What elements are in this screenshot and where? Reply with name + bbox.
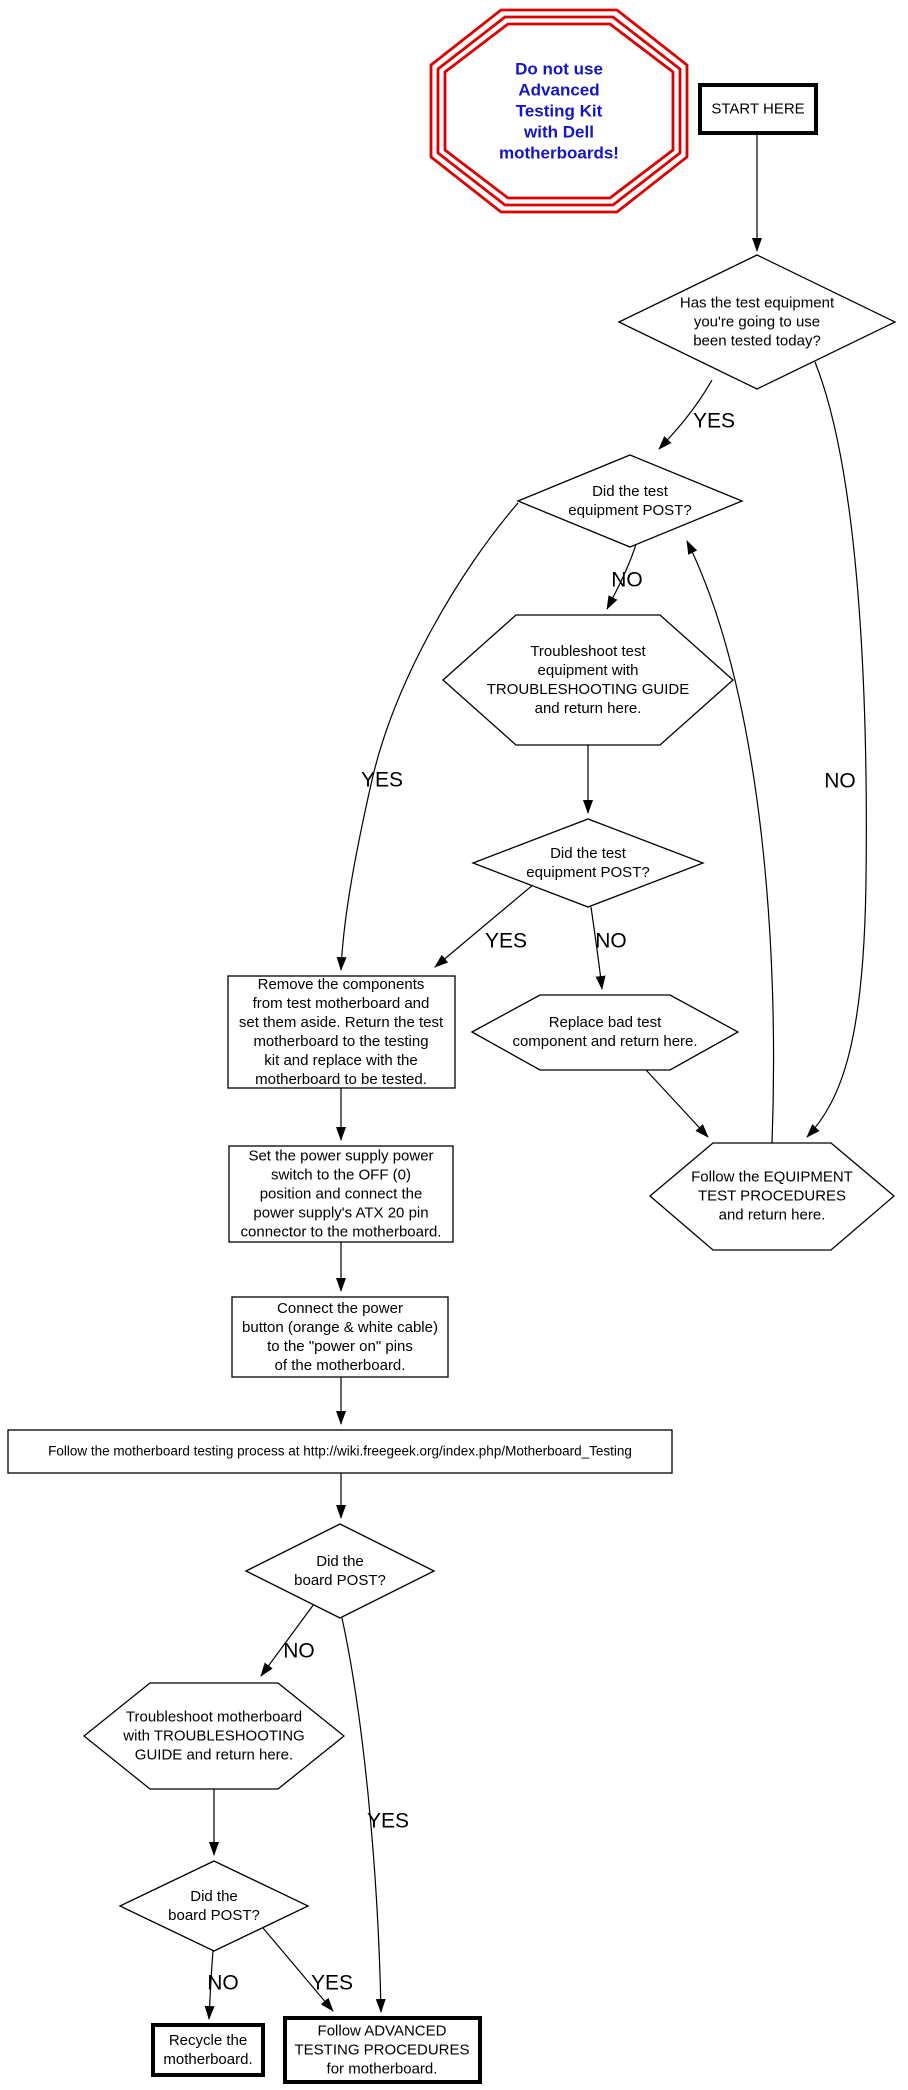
- label-equip1-no: NO: [611, 568, 643, 592]
- label-equip2-yes: YES: [484, 929, 528, 953]
- decision-board-post-2: [118, 1860, 310, 1952]
- advanced-procedures-box: [283, 2016, 482, 2084]
- tested-today-label: Has the test equipment you're going to u…: [679, 294, 835, 350]
- hexagon-troubleshoot-motherboard: [82, 1682, 346, 1790]
- warning-octagon-outer: [429, 8, 689, 214]
- edge-tested-yes: [658, 379, 713, 450]
- board-post-1-label: Did the board POST?: [294, 1553, 386, 1589]
- process-follow-testing-url: [7, 1429, 673, 1474]
- troubleshoot-motherboard-label: Troubleshoot motherboard with TROUBLESHO…: [123, 1708, 305, 1764]
- decision-board-post-1: [244, 1523, 436, 1619]
- decision-equip-post-2: [471, 818, 705, 908]
- label-tested-yes: YES: [692, 409, 736, 433]
- label-board2-yes: YES: [310, 1971, 354, 1995]
- recycle-label: Recycle the motherboard.: [163, 2032, 253, 2068]
- warning-octagon-middle: [436, 15, 682, 207]
- advanced-procedures-label: Follow ADVANCED TESTING PROCEDURES for m…: [294, 2022, 470, 2078]
- troubleshoot-equipment-label: Troubleshoot test equipment with TROUBLE…: [486, 643, 690, 717]
- edge-tested-no: [806, 361, 867, 1138]
- start-here-box: [698, 83, 818, 135]
- label-board1-yes: YES: [366, 1809, 410, 1833]
- label-equip1-yes: YES: [360, 768, 404, 792]
- edge-board-post2-no: [204, 1950, 215, 2020]
- hexagon-replace-component: [470, 994, 740, 1071]
- edge-equipment-test-return: [686, 540, 775, 1144]
- recycle-box: [151, 2023, 265, 2077]
- label-equip2-no: NO: [595, 929, 627, 953]
- hexagon-troubleshoot-equipment: [442, 614, 734, 746]
- process-connect-power-button: [231, 1296, 449, 1378]
- equip-post-1-label: Did the test equipment POST?: [568, 483, 692, 519]
- edge-board-post1-yes: [341, 1617, 386, 2013]
- remove-components-label: Remove the components from test motherbo…: [238, 976, 444, 1088]
- label-board2-no: NO: [207, 1971, 239, 1995]
- start-here-label: START HERE: [711, 100, 805, 118]
- equip-post-2-label: Did the test equipment POST?: [526, 845, 650, 881]
- label-tested-no: NO: [824, 769, 856, 793]
- decision-tested-today: [617, 254, 897, 390]
- label-board1-no: NO: [283, 1639, 315, 1663]
- edge-replace-to-equipment-test: [645, 1069, 709, 1138]
- edge-board-post1-no: [260, 1603, 315, 1677]
- follow-testing-url-label: Follow the motherboard testing process a…: [48, 1443, 632, 1459]
- replace-component-label: Replace bad test component and return he…: [512, 1014, 698, 1050]
- board-post-2-label: Did the board POST?: [168, 1888, 260, 1924]
- edge-equip-post1-yes: [336, 502, 519, 971]
- edge-equip-post2-yes: [434, 883, 535, 968]
- warning-octagon-inner: [443, 22, 675, 200]
- equipment-test-procedures-label: Follow the EQUIPMENT TEST PROCEDURES and…: [691, 1168, 853, 1224]
- process-remove-components: [227, 975, 456, 1089]
- hexagon-equipment-test-procedures: [648, 1142, 896, 1251]
- set-power-supply-label: Set the power supply power switch to the…: [240, 1147, 442, 1241]
- edge-equip-post1-no: [606, 537, 639, 610]
- connect-power-button-label: Connect the power button (orange & white…: [242, 1300, 438, 1374]
- edge-equip-post2-no: [590, 906, 606, 990]
- edge-board-post2-yes: [262, 1927, 334, 2012]
- warning-text: Do not use Advanced Testing Kit with Del…: [499, 59, 619, 163]
- decision-equip-post-1: [516, 454, 744, 548]
- process-set-power-supply: [228, 1145, 454, 1243]
